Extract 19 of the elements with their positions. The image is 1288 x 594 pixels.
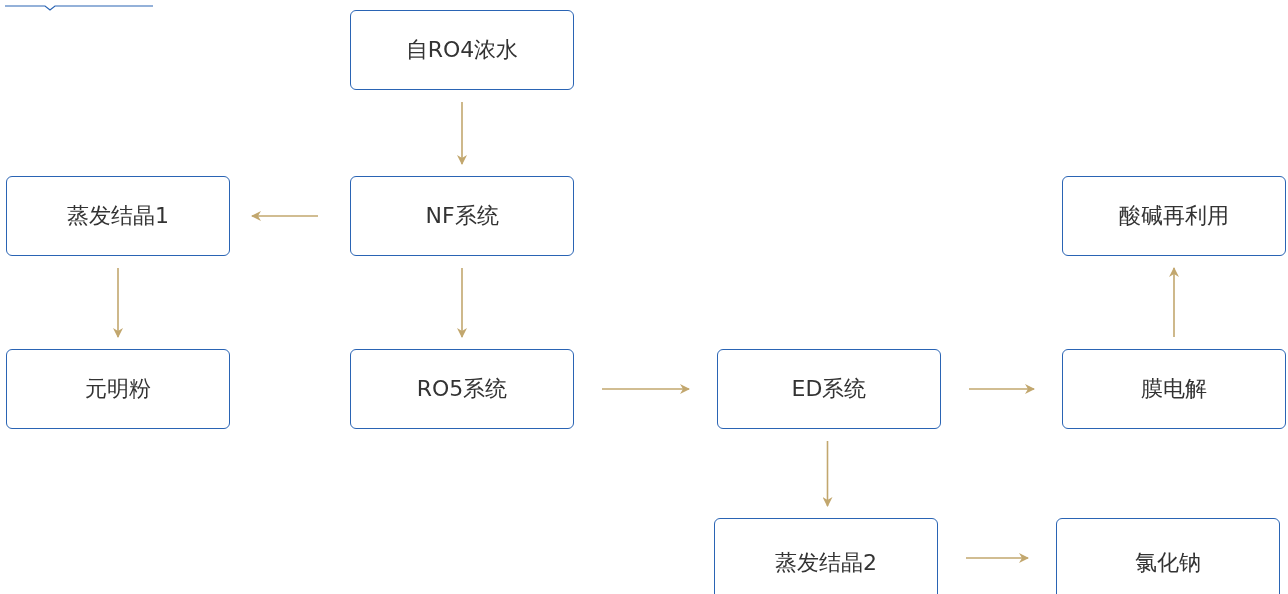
process-box: 膜电解 — [1062, 349, 1286, 429]
process-box: RO5系统 — [350, 349, 574, 429]
arrow — [965, 553, 1029, 563]
product-box: 元明粉 — [6, 349, 230, 429]
arrow — [1169, 267, 1179, 338]
arrow — [113, 267, 123, 338]
arrow — [251, 211, 319, 221]
arrow — [457, 267, 467, 338]
arrow — [968, 384, 1035, 394]
product-box: 酸碱再利用 — [1062, 176, 1286, 256]
process-box: ED系统 — [717, 349, 941, 429]
process-box: 蒸发结晶1 — [6, 176, 230, 256]
process-box: NF系统 — [350, 176, 574, 256]
arrow — [822, 440, 833, 507]
process-box: 蒸发结晶2 — [714, 518, 938, 594]
arrow — [457, 101, 467, 165]
source-box: 自RO4浓水 — [350, 10, 574, 90]
product-box: 氯化钠 — [1056, 518, 1280, 594]
arrow — [601, 384, 690, 394]
